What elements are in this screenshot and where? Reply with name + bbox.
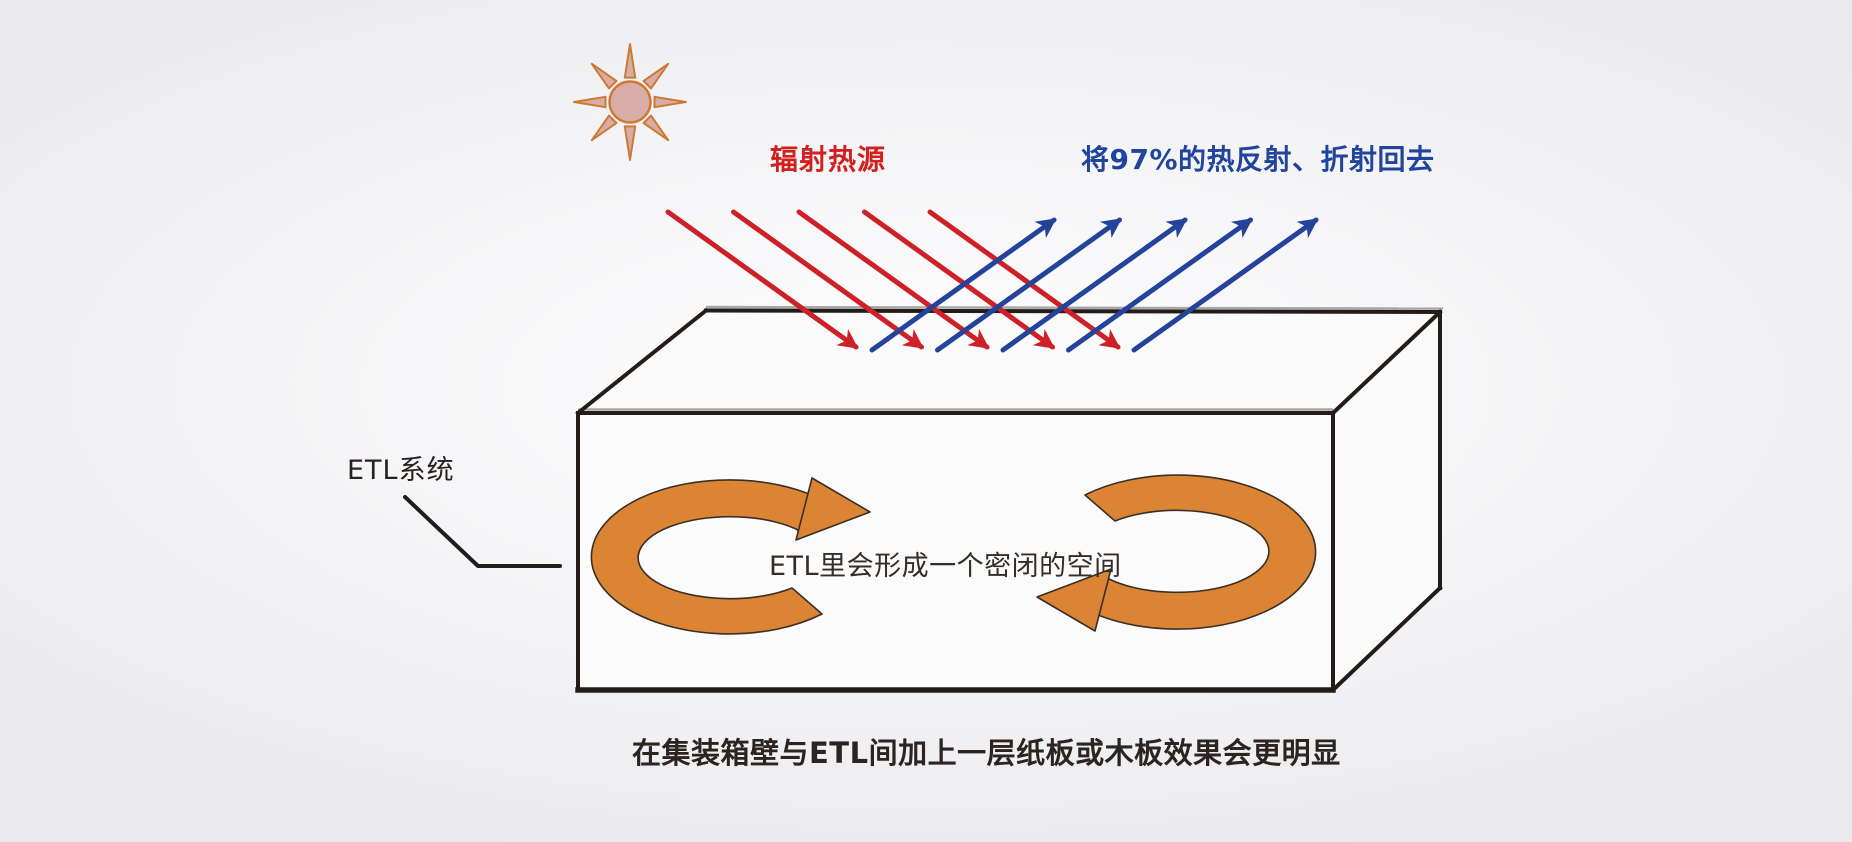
sun-ray <box>573 95 607 109</box>
sun-ray <box>642 114 670 142</box>
incident-ray <box>796 209 990 350</box>
reflected-ray <box>869 217 1057 353</box>
reflected-rays <box>869 217 1319 353</box>
reflected-ray <box>1066 217 1253 353</box>
reflection-label: 将97%的热反射、折射回去 <box>1081 143 1435 176</box>
cavity-label: ETL里会形成一个密闭的空间 <box>769 551 1122 582</box>
bottom-caption: 在集装箱壁与ETL间加上一层纸板或木板效果会更明显 <box>632 736 1341 770</box>
sun-ray <box>623 125 637 161</box>
box-top-back-accent <box>705 305 1444 310</box>
box-edge-left-top-diagonal <box>575 307 709 416</box>
incident-rays <box>665 209 1121 350</box>
reflected-ray <box>935 217 1122 353</box>
incident-ray <box>927 209 1121 350</box>
box-right-face <box>1333 312 1440 690</box>
box-top-face <box>578 310 1440 413</box>
reflected-ray <box>1131 217 1319 353</box>
reflected-ray <box>1000 217 1188 353</box>
circulation-arrow-head <box>795 477 871 541</box>
box-edge-bottom-right-diagonal <box>1330 585 1443 693</box>
sun-ray <box>590 114 618 142</box>
circulation-arrow-left <box>590 477 871 635</box>
circulation-arrow-band <box>590 479 837 635</box>
heat-source-label: 辐射热源 <box>770 143 887 176</box>
etl-system-label: ETL系统 <box>347 455 455 486</box>
sun-ray <box>590 62 618 90</box>
incident-ray <box>862 209 1055 350</box>
sun-icon <box>573 43 687 161</box>
incident-ray <box>665 209 859 350</box>
sun-core <box>608 80 652 124</box>
box-edge-right-top-diagonal <box>1330 309 1443 416</box>
incident-ray <box>731 209 924 350</box>
sun-ray <box>623 43 637 79</box>
sun-ray <box>653 95 687 109</box>
sun-ray <box>642 62 670 90</box>
etl-label-pointer-line <box>403 495 562 568</box>
box-edge-back-top <box>703 308 1443 315</box>
